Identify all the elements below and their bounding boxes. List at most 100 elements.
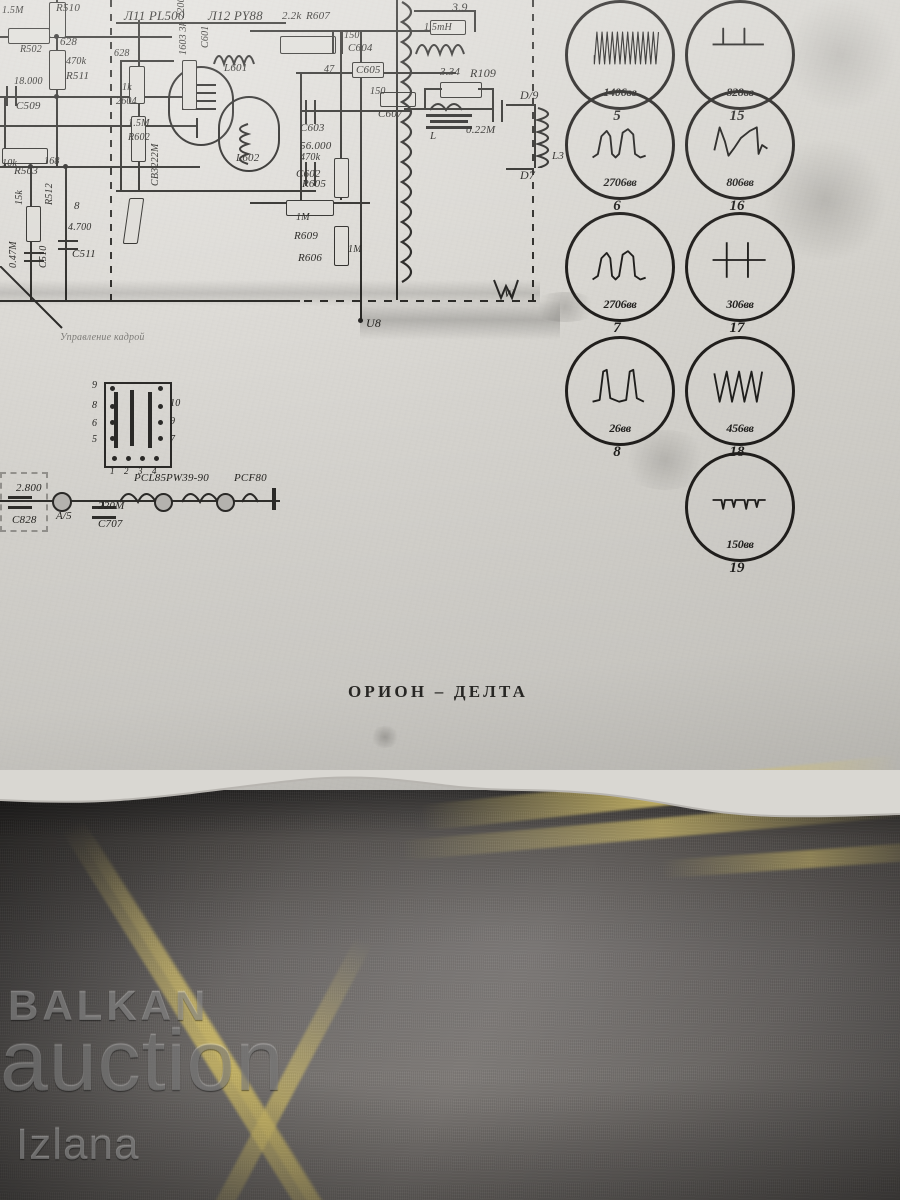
paper-smudge <box>530 292 600 322</box>
component-ref: C511 <box>72 248 96 260</box>
component-value: 1.5M <box>128 118 150 129</box>
net-label-10k: 10k <box>2 158 17 169</box>
component-value: 1M <box>348 244 362 255</box>
waveform-amplitude: 456вв <box>688 421 792 436</box>
waveform-amplitude: 306вв <box>688 297 792 312</box>
waveform-trace <box>712 499 766 510</box>
wire <box>424 88 426 110</box>
valve-symbol <box>52 492 72 512</box>
junction <box>54 94 59 99</box>
component-value: 150 <box>370 86 386 97</box>
wire <box>492 88 494 110</box>
connector-w: W <box>504 286 514 301</box>
component-ref: 3.9 <box>452 0 468 15</box>
waveform-number-7: 7 <box>565 320 669 337</box>
component-ref: R511 <box>66 70 89 82</box>
capacitor-c828 <box>8 496 32 510</box>
wire <box>424 88 442 90</box>
resistor-c607 <box>380 92 416 107</box>
socket-pin: 1 <box>110 466 115 476</box>
heater-coil <box>181 493 219 504</box>
section-divider <box>110 0 112 300</box>
capacitor-c510 <box>24 252 44 264</box>
wire <box>404 108 494 110</box>
waveform-circle-7: 2706вв <box>565 212 675 322</box>
waveform-trace <box>592 250 646 281</box>
socket-pin: 6 <box>92 418 97 429</box>
resistor-1603 <box>182 60 197 110</box>
socket-pin: 7 <box>170 434 175 445</box>
waveform-amplitude: 150вв <box>688 537 792 552</box>
component-value: 1M <box>296 212 310 223</box>
component-value: 0.22M <box>466 124 495 136</box>
waveform-trace <box>592 128 646 159</box>
watermark-line-2: auction <box>0 1013 285 1109</box>
paper-smudge <box>370 726 400 748</box>
capacitor-022m <box>492 100 504 122</box>
junction <box>358 318 363 323</box>
resistor-r602 <box>131 116 146 162</box>
socket-pin: 3 <box>138 466 143 476</box>
wire <box>102 500 104 508</box>
wire <box>0 96 196 98</box>
waveform-circle-16: 806вв <box>685 90 795 200</box>
valve-label: PW39-90 <box>166 472 209 484</box>
component-value: 3.34 <box>440 66 460 78</box>
coil-l602 <box>239 123 252 165</box>
waveform-trace <box>713 126 768 157</box>
waveform-trace <box>712 27 764 46</box>
resistor-r605 <box>334 158 349 198</box>
component-value: 47 <box>324 64 334 75</box>
socket-pin: 2 <box>124 466 129 476</box>
wire <box>120 60 122 190</box>
waveform-trace <box>592 368 645 403</box>
socket-pin: 4 <box>152 466 157 476</box>
paper-smudge <box>780 0 900 110</box>
waveform-amplitude: 806вв <box>688 175 792 190</box>
wire <box>56 36 58 166</box>
waveform-circle-17: 306вв <box>685 212 795 322</box>
connector-d7: D7 <box>520 168 535 183</box>
wire <box>0 166 200 168</box>
fabric-vignette <box>0 790 900 1200</box>
capacitor-c509 <box>6 86 18 106</box>
fabric-background: BALKAN auction Izlana <box>0 754 900 1200</box>
component-ref: C603 <box>300 122 325 134</box>
net-label-628: 628 <box>114 48 130 59</box>
junction <box>28 164 33 169</box>
component-value: 18.000 <box>14 76 43 87</box>
fabric-nap <box>0 790 900 1200</box>
wire <box>250 30 450 32</box>
section-label-py88: Л12 PY88 <box>208 8 263 24</box>
section-label-pl500: Л11 PL500 <box>124 8 185 24</box>
net-label-8: 8 <box>74 200 80 212</box>
component-value: 150 <box>344 30 360 41</box>
component-value: 2.2k <box>282 10 301 22</box>
component-ref: C828 <box>12 514 37 526</box>
paper-fold <box>0 280 540 306</box>
resistor-r109 <box>440 82 482 98</box>
wire <box>340 30 342 200</box>
component-ref: R503 <box>14 165 38 177</box>
component-ref: L601 <box>224 62 247 74</box>
paper-smudge <box>760 140 890 260</box>
component-ref: R502 <box>20 44 42 55</box>
socket-pin: 10 <box>170 398 180 409</box>
resistor-r512 <box>26 206 41 242</box>
resistor-r609 <box>286 200 334 216</box>
wire <box>478 88 494 90</box>
coil-l601 <box>213 55 255 68</box>
waveform-amplitude: 2706вв <box>568 175 672 190</box>
transformer-winding <box>399 1 413 283</box>
component-ref: R602 <box>128 132 150 143</box>
resistor-c605 <box>352 62 384 78</box>
wire <box>4 96 6 166</box>
coil-l3 <box>534 106 550 168</box>
waveform-trace <box>713 370 764 403</box>
resistor-1k <box>129 66 145 104</box>
leader-line <box>0 266 63 329</box>
capacitor-c602 <box>305 162 317 186</box>
waveform-circle-18: 456вв <box>685 336 795 446</box>
wire <box>474 10 476 32</box>
component-ref: R607 <box>306 10 330 22</box>
